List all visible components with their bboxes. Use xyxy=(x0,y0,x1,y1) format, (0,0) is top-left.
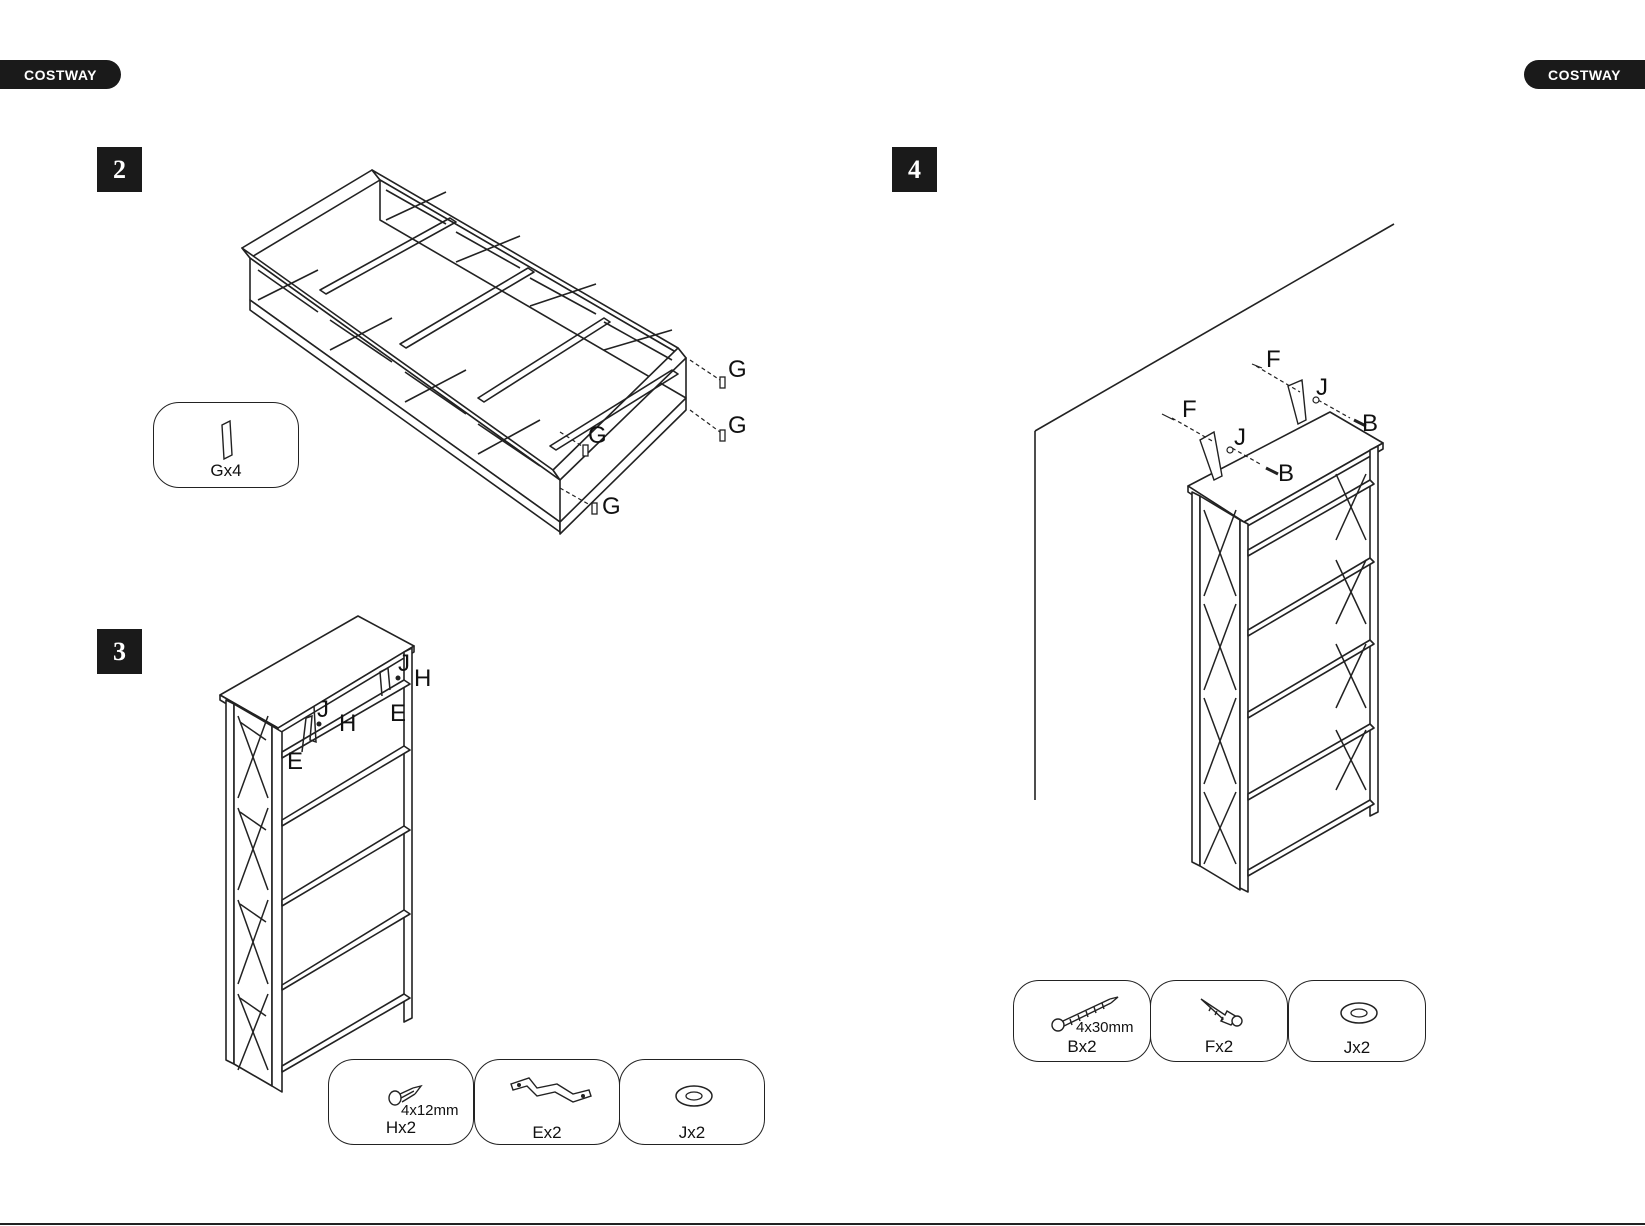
page-bottom-rule xyxy=(0,1223,1645,1225)
callout-f-left: F xyxy=(1182,398,1197,422)
part-label-b: Bx2 xyxy=(1014,1037,1150,1057)
washer-icon xyxy=(1289,981,1425,1037)
callout-b-right: B xyxy=(1362,412,1378,436)
callout-b-left: B xyxy=(1278,462,1294,486)
callout-f-right: F xyxy=(1266,348,1281,372)
parts-panel-j-step4: Jx2 xyxy=(1288,980,1426,1062)
part-label-j-step4: Jx2 xyxy=(1289,1038,1425,1058)
part-label-f: Fx2 xyxy=(1151,1037,1287,1057)
callout-j-wall-left: J xyxy=(1234,426,1246,450)
callout-j-wall-right: J xyxy=(1316,376,1328,400)
part-spec-b: 4x30mm xyxy=(1076,1019,1134,1036)
parts-panel-b: 4x30mm Bx2 xyxy=(1013,980,1151,1062)
parts-panel-f: Fx2 xyxy=(1150,980,1288,1062)
wall-anchor-icon xyxy=(1151,981,1287,1037)
